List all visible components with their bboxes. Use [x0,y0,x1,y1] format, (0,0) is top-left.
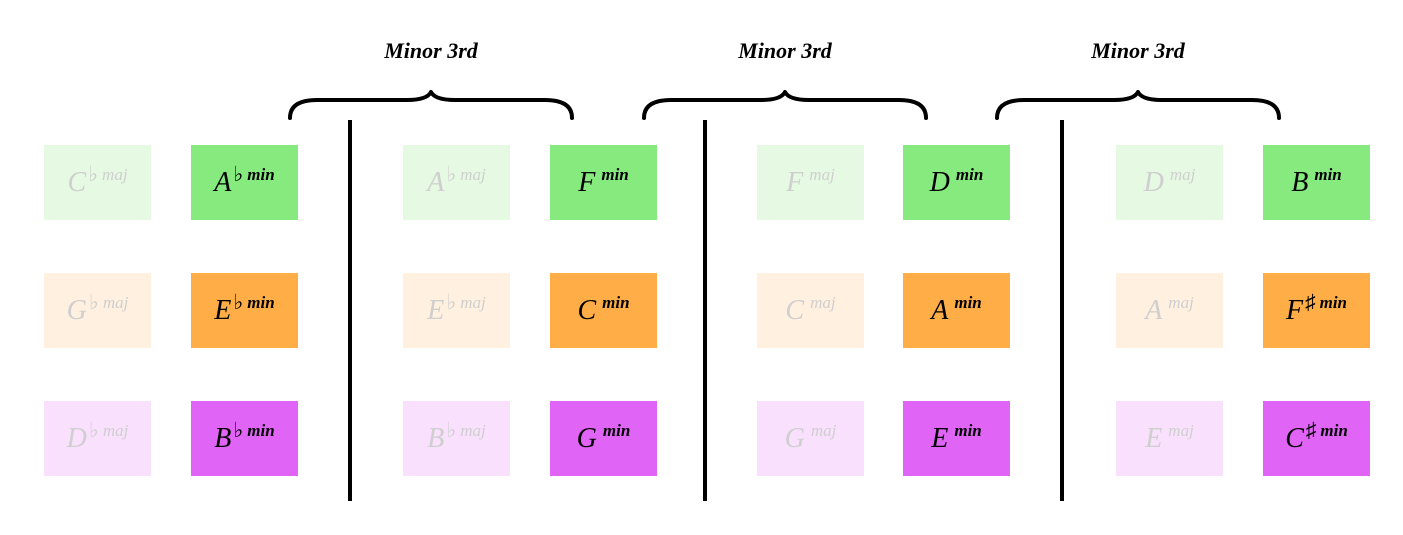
major-chord-box: D♭maj [44,401,151,476]
group-divider-2 [703,120,707,501]
interval-label-2: Minor 3rd [738,38,832,63]
brace-2 [642,90,928,120]
chord-root: A [1145,294,1163,326]
chord-quality: min [1320,420,1348,440]
chord-accidental: ♭ [446,162,457,186]
major-chord-box: B♭maj [403,401,510,476]
chord-root: G [784,422,805,454]
interval-label-3: Minor 3rd [1091,38,1185,63]
chord-root: D [66,422,87,454]
chord-root: E [1145,422,1163,454]
chord-accidental: ♯ [1305,418,1317,442]
chord-root: C [577,294,597,326]
group-divider-1 [348,120,352,501]
chord-quality: min [601,164,629,184]
chord-quality: min [247,420,275,440]
chord-root: A [931,294,949,326]
chord-root: F [786,166,804,198]
chord-quality: min [602,420,631,440]
chord-quality: maj [102,292,129,312]
major-chord-box: G♭maj [44,273,151,348]
chord-root: F [578,166,596,198]
chord-quality: maj [460,420,486,440]
chord-root: E [931,422,949,454]
chord-quality: maj [810,292,836,312]
chord-root: C [67,166,87,198]
minor-chord-box: C♯min [1263,401,1370,476]
chord-root: D [929,166,950,198]
chord-accidental: ♭ [233,290,244,314]
chord-root: B [214,422,232,454]
chord-root: C [1285,422,1304,454]
chord-root: G [66,294,87,326]
chord-root: A [427,166,445,198]
chord-quality: maj [1168,420,1194,440]
chord-quality: maj [1168,292,1194,312]
chord-quality: min [247,164,275,184]
minor-chord-box: F♯min [1263,273,1370,348]
major-chord-box: C♭maj [44,145,151,220]
chord-quality: min [1319,292,1347,312]
brace-1 [288,90,574,120]
chord-quality: maj [102,420,129,440]
chord-accidental: ♭ [88,162,99,186]
chord-accidental: ♭ [88,290,99,314]
chord-quality: min [954,420,982,440]
chord-accidental: ♭ [233,418,244,442]
major-chord-box: A♭maj [403,145,510,220]
chord-quality: maj [460,164,486,184]
chord-accidental: ♭ [88,418,99,442]
chord-quality: maj [460,292,486,312]
chord-root: D [1143,166,1164,198]
chord-root: B [1291,166,1309,198]
chord-quality: min [1314,164,1342,184]
group-divider-3 [1060,120,1064,501]
chord-quality: min [602,292,630,312]
minor-chord-box: A♭min [191,145,298,220]
chord-quality: min [954,292,982,312]
minor-chord-box: E♭min [191,273,298,348]
chord-accidental: ♭ [233,162,244,186]
chord-root: E [214,294,232,326]
chord-root: E [427,294,445,326]
chord-root: C [785,294,805,326]
chord-quality: maj [809,164,835,184]
chord-quality: min [247,292,275,312]
minor-chord-box: B♭min [191,401,298,476]
chord-quality: maj [1169,164,1196,184]
chord-root: B [427,422,445,454]
interval-label-1: Minor 3rd [384,38,478,63]
chord-quality: min [955,164,984,184]
chord-quality: maj [102,164,128,184]
chord-accidental: ♯ [1305,290,1316,314]
chord-accidental: ♭ [446,290,457,314]
major-chord-box: E♭maj [403,273,510,348]
chord-quality: maj [810,420,837,440]
chord-accidental: ♭ [446,418,457,442]
chord-root: F [1285,294,1304,326]
chord-root: A [214,166,232,198]
chord-root: G [576,422,597,454]
brace-3 [995,90,1281,120]
